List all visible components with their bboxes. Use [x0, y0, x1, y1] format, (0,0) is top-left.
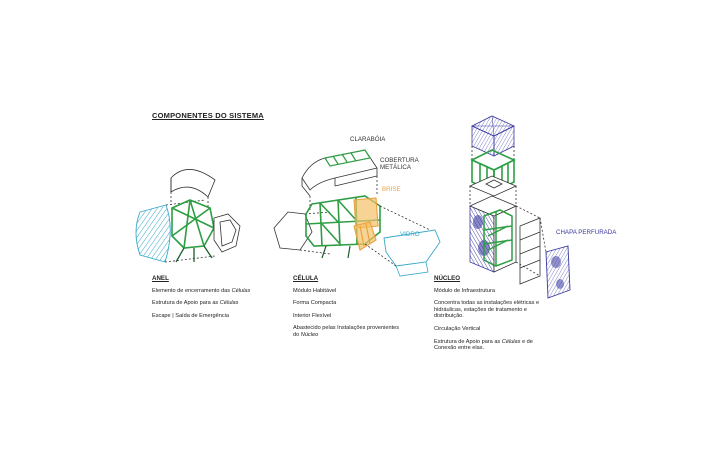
column-heading: ANEL [152, 275, 169, 282]
diagram-title: COMPONENTES DO SISTEMA [152, 111, 264, 120]
celula-drawing [273, 149, 441, 277]
column-heading: CÉLULA [293, 275, 319, 282]
column-item: Elemento de encerramento das Células [152, 287, 251, 294]
column-anel: ANEL Elemento de encerramento das Célula… [152, 275, 272, 325]
column-nucleo: NÚCLEO Módulo de Infraestrutura Concentr… [434, 275, 552, 358]
celula-brise [353, 197, 379, 251]
column-celula: CÉLULA Módulo Habitável Forma Compacta I… [293, 275, 403, 345]
nucleo-tower-left [469, 205, 495, 273]
column-item: Concentra todas as instalações elétricas… [434, 300, 540, 320]
nucleo-green-box [470, 149, 516, 194]
column-item: Estrutura de Apoio para as Células e de … [434, 338, 533, 352]
anel-end-cap [213, 213, 241, 253]
anel-green-ring [171, 199, 215, 249]
column-item: Circulação Vertical [434, 325, 481, 332]
column-item: Estrutura de Apoio para as Células [152, 300, 239, 307]
anel-left-disk [135, 204, 171, 263]
anel-drawing [135, 169, 241, 263]
column-item: Módulo de Infraestrutura [434, 287, 495, 294]
callout-cobertura-line1: COBERTURA [380, 157, 419, 164]
celula-left-end [273, 211, 313, 251]
nucleo-slab [468, 175, 518, 197]
column-item: Módulo Habitável [293, 287, 337, 294]
callout-cobertura-line2: METÁLICA [380, 164, 411, 171]
column-item: Abastecido pelas Instalações proveniente… [293, 325, 400, 338]
nucleo-stairs [483, 209, 513, 267]
anel-top-arch [170, 169, 216, 198]
callout-vidro: VIDRO [400, 231, 420, 238]
callout-chapa: CHAPA PERFURADA [556, 229, 617, 236]
column-item: Interior Flexível [293, 312, 332, 319]
callout-claraboia: CLARABÓIA [350, 136, 386, 143]
callout-brise: BRISE [382, 186, 401, 193]
column-item: Escape | Saída de Emergência [152, 312, 230, 319]
column-item: Forma Compacta [293, 300, 337, 307]
celula-roof [301, 149, 378, 191]
nucleo-drawing [468, 115, 571, 299]
column-heading: NÚCLEO [434, 275, 461, 282]
